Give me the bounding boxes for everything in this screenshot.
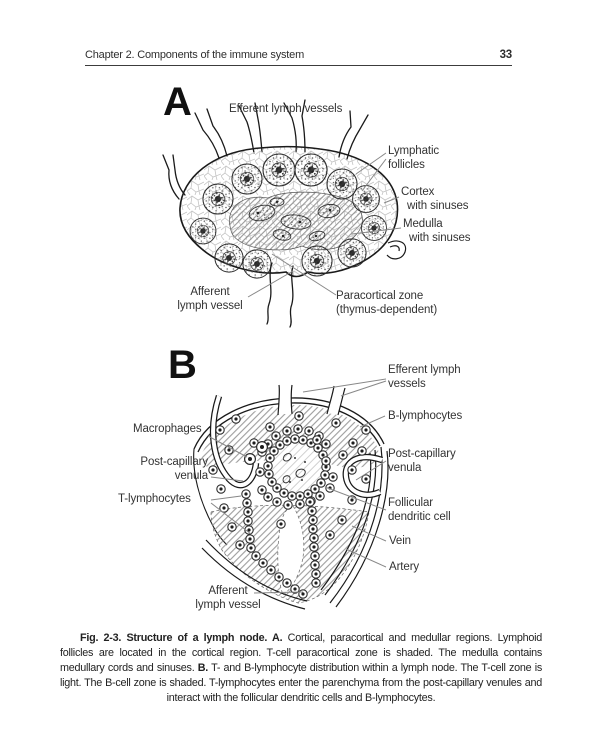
afferent-vessel-a [266, 262, 294, 328]
label-afferent-lymph-vessel-b: Afferent lymph vessel [195, 585, 261, 611]
label-efferent-lymph-vessels-a: Efferent lymph vessels [229, 103, 343, 115]
running-title: Chapter 2. Components of the immune syst… [85, 49, 305, 61]
follicular-dendritic-cells [282, 453, 306, 484]
paracortical-zone-a [229, 191, 363, 251]
follicle-b [270, 440, 324, 494]
page-header: Chapter 2. Components of the immune syst… [85, 49, 512, 66]
medulla-specks-a [256, 200, 332, 238]
panel-a-letter: A [163, 80, 192, 124]
label-t-lymphocytes: T-lymphocytes [118, 493, 191, 505]
post-capillary-venula-right [342, 453, 384, 498]
panel-b-drawing [193, 378, 389, 610]
light-corridor [277, 505, 305, 596]
label-b-lymphocytes: B-lymphocytes [388, 410, 463, 422]
vein-artery-lines [320, 446, 389, 608]
lymphocyte-cells [208, 411, 371, 599]
node-capsule-a [179, 145, 399, 278]
caption-text-b: T- and B-lymphocyte distribution within … [60, 661, 542, 704]
label-medulla-with-sinuses: Medulla with sinuses [403, 218, 471, 244]
label-paracortical-zone: Paracortical zone (thymus-dependent) [336, 290, 438, 316]
caption-text-a: Cortical, paracortical and medullar regi… [60, 631, 542, 674]
post-capillary-venula-left [209, 395, 260, 489]
label-cortex-with-sinuses: Cortex with sinuses [401, 186, 469, 212]
leader-lines-b [207, 378, 387, 594]
lymphatic-follicles-a [189, 153, 387, 279]
label-macrophages: Macrophages [133, 423, 202, 435]
medullary-cords-a [248, 197, 341, 242]
page-number: 33 [499, 49, 513, 61]
label-afferent-lymph-vessel-a: Afferent lymph vessel [177, 286, 243, 312]
efferent-vessels-b [277, 384, 346, 416]
caption-figure-number: Fig. 2-3. Structure of a lymph node. A. [80, 631, 283, 644]
macrophage-cells [244, 441, 268, 465]
label-vein: Vein [389, 535, 411, 547]
figure-caption: Fig. 2-3. Structure of a lymph node. A. … [60, 631, 542, 706]
caption-panel-b-marker: B. [197, 661, 209, 674]
node-capsule-b [193, 397, 385, 546]
label-artery: Artery [389, 561, 420, 573]
label-lymphatic-follicles: Lymphatic follicles [388, 145, 440, 171]
label-post-capillary-venula-left: Post-capillary venula [140, 456, 208, 482]
label-efferent-lymph-vessels-b: Efferent lymph vessels [388, 364, 461, 390]
label-post-capillary-venula-right: Post-capillary venula [388, 448, 456, 474]
label-follicular-dendritic-cell: Follicular dendritic cell [388, 497, 451, 523]
leader-lines-a [247, 152, 402, 298]
b-zone-shaded-band [201, 404, 379, 468]
panel-b-letter: B [168, 343, 197, 387]
